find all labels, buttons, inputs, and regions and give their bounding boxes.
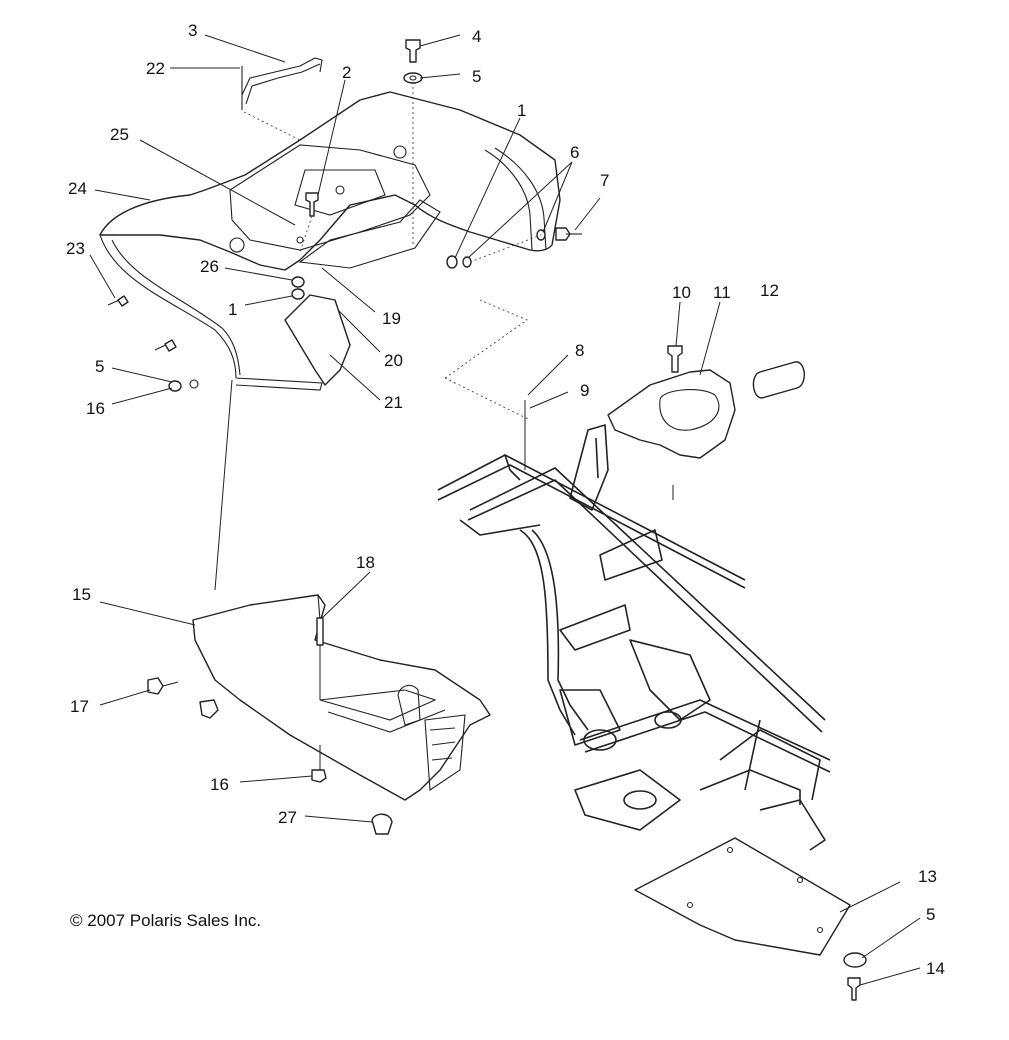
callout-1b: 1 [228, 300, 237, 319]
rear-fender [99, 91, 561, 391]
lower-guard [147, 379, 491, 835]
callout-2: 2 [342, 63, 351, 82]
callout-4: 4 [472, 27, 481, 46]
callout-23: 23 [66, 239, 85, 258]
callout-19: 19 [382, 309, 401, 328]
callout-26: 26 [200, 257, 219, 276]
callout-22: 22 [146, 59, 165, 78]
callout-25: 25 [110, 125, 129, 144]
callout-24: 24 [68, 179, 87, 198]
vehicle-frame [437, 424, 831, 851]
callout-16b: 16 [210, 775, 229, 794]
callout-16: 16 [86, 399, 105, 418]
callout-18: 18 [356, 553, 375, 572]
callout-17: 17 [70, 697, 89, 716]
skid-plate [634, 837, 867, 1001]
callout-7: 7 [600, 171, 609, 190]
callout-20: 20 [384, 351, 403, 370]
rear-cover [607, 345, 805, 500]
copyright-text: © 2007 Polaris Sales Inc. [70, 911, 261, 930]
callout-labels: 3 22 4 2 5 1 25 6 7 24 23 26 1 19 20 21 … [66, 21, 945, 978]
fender-assembly-lines [243, 82, 542, 421]
callout-3: 3 [188, 21, 197, 40]
callout-13: 13 [918, 867, 937, 886]
callout-11: 11 [713, 283, 731, 302]
callout-6: 6 [570, 143, 579, 162]
callout-5: 5 [472, 67, 481, 86]
callout-10: 10 [672, 283, 691, 302]
callout-5b: 5 [95, 357, 104, 376]
callout-5c: 5 [926, 905, 935, 924]
callout-12: 12 [760, 281, 779, 300]
callout-15: 15 [72, 585, 91, 604]
callout-21: 21 [384, 393, 403, 412]
leader-lines [89, 34, 921, 986]
fender-hardware [107, 39, 582, 392]
callout-1: 1 [517, 101, 526, 120]
callout-14: 14 [926, 959, 945, 978]
callout-9: 9 [580, 381, 589, 400]
callout-8: 8 [575, 341, 584, 360]
callout-27: 27 [278, 808, 297, 827]
